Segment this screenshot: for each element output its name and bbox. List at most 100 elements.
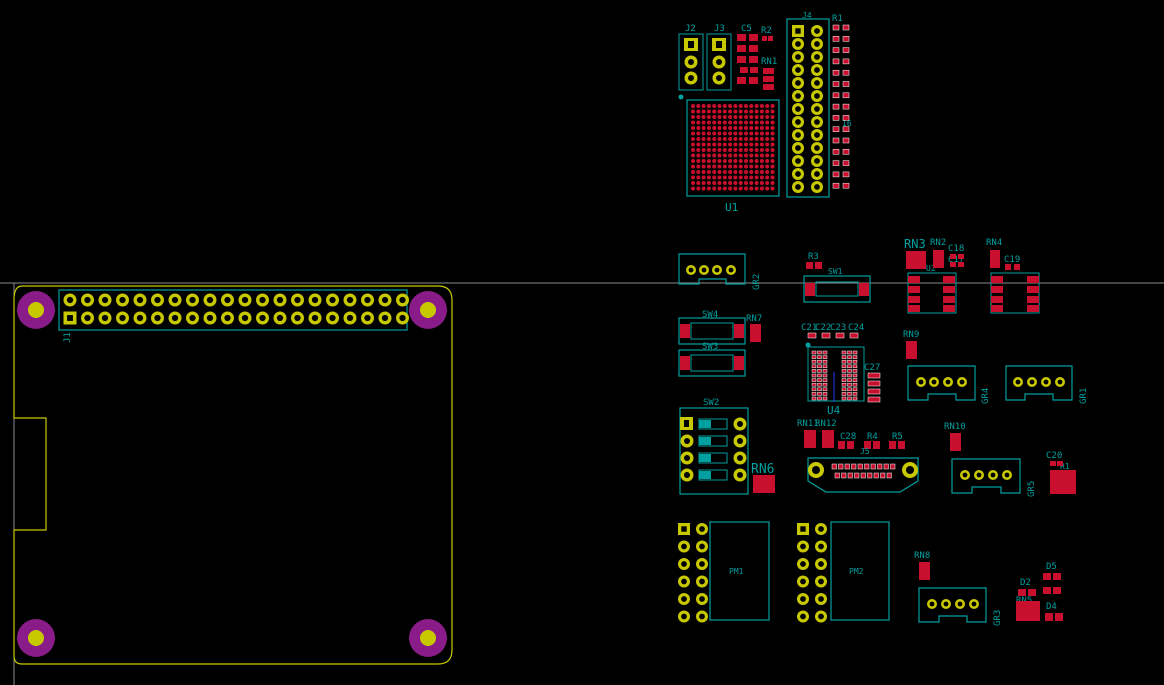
bga-ball [749,159,754,163]
resistor-network-rn6[interactable] [753,475,775,493]
header-j1[interactable]: J1 [58,289,409,343]
resistor-r2[interactable] [762,36,773,41]
bga-ball [712,186,717,191]
bga-ball [691,126,695,130]
resistor-column[interactable] [832,24,850,189]
bga-ball [701,153,706,158]
through-hole-pad-icon [238,311,252,325]
bga-ball [765,159,770,163]
connector-gr5[interactable]: GR5 [951,458,1037,497]
bga-ball [722,148,727,152]
bga-ball [738,164,743,169]
smd-pad-icon [847,369,852,373]
resistor-network-rn10[interactable] [950,433,961,451]
bga-ball [722,131,727,136]
smd-pad-icon [842,103,850,110]
connector-gr4[interactable]: GR4 [907,365,991,404]
chip-u4[interactable]: U4 [805,342,865,418]
ref-label-c20: C20 [1046,451,1062,461]
bga-ball [696,186,701,191]
bga-ball [728,120,733,125]
passive-cluster-rn11-r5[interactable] [804,430,905,449]
through-hole-pad-icon [168,293,182,307]
through-hole-pad-icon [815,540,827,553]
capacitor-c5[interactable] [737,34,758,84]
bga-ball [696,170,701,174]
bga-ball [728,142,733,147]
bga-ball [770,142,775,147]
smd-pad-icon [811,378,817,382]
through-hole-pad-icon [396,293,409,307]
bga-ball [722,109,727,114]
smd-pad-icon [847,472,853,479]
ref-label-r1b: R1 [1060,462,1070,471]
resistor-network-rn7[interactable] [750,324,761,342]
bga-ball [744,175,748,180]
ref-label-r4: R4 [867,432,878,442]
smd-pad-icon [847,355,852,359]
board-outline [13,285,453,665]
smd-pad-icon [841,355,847,359]
led-cluster-d2-d5[interactable] [1016,573,1063,621]
ref-label-rn9: RN9 [903,330,919,340]
smd-pad-icon [854,472,860,479]
switch-sw3[interactable]: SW3 [678,342,746,377]
bga-ball [701,186,706,191]
bga-ball [754,142,759,147]
bga-ball [744,148,748,152]
ref-label-gr3: GR3 [993,610,1003,626]
header-j4[interactable]: J4 [786,11,830,198]
smd-pad-icon [852,378,858,382]
mounting-hole-icon [409,619,447,657]
resistor-network-rn9[interactable] [906,341,917,359]
connector-gr1[interactable]: GR1 [1005,365,1089,404]
bga-ball [754,131,759,136]
bga-ball [701,164,706,169]
connector-gr3[interactable]: GR3 [918,587,1003,626]
connector-j5-dsub[interactable]: J5 [807,447,919,493]
capacitor-c27[interactable] [867,372,881,403]
connector-gr2[interactable]: GR2 [678,253,762,290]
smd-pad-icon [817,387,822,392]
resistor-network-rn8[interactable] [919,562,930,580]
capacitor-row-c21-c24[interactable] [807,332,859,339]
bga-ball [701,159,706,163]
bga-ball [706,104,711,108]
dip-switch-sw2[interactable]: SW2 [679,398,749,495]
through-hole-pad-icon [238,293,252,307]
through-hole-pad-icon [811,103,823,115]
capacitor-c20[interactable] [1050,461,1076,494]
resistor-r3[interactable] [806,262,822,269]
bga-ball [738,137,743,141]
through-hole-pad-icon [811,142,823,154]
bga-ball [722,159,727,163]
ref-label-sw2: SW2 [703,398,719,408]
bga-ball [696,104,701,108]
bga-ball [759,153,764,158]
bga-ball [738,120,743,125]
ref-label-rn7: RN7 [746,314,762,324]
bga-ball [706,164,711,169]
resistor-network-rn1[interactable] [763,68,774,90]
bga-ball [744,109,748,114]
switch-sw4[interactable]: SW4 [678,310,746,345]
through-hole-pad-icon [678,610,690,623]
module-pm2[interactable]: PM2 [797,521,890,623]
resistor-network-rn4[interactable] [990,250,1040,314]
ref-label-rn1: RN1 [761,57,777,67]
bga-ball [738,148,743,152]
through-hole-pad-icon [151,311,164,325]
module-pm1[interactable]: PM1 [678,521,770,623]
header-j2[interactable]: J2 [678,24,704,91]
switch-sw1[interactable]: SW1 [803,267,871,303]
chip-u2[interactable] [907,272,957,314]
bga-ball [770,131,775,136]
header-j3[interactable]: J3 [706,24,732,91]
chip-u1-bga[interactable]: U1 [678,94,780,215]
smd-pad-icon [841,350,847,355]
smd-pad-icon [832,149,840,155]
resistor-network-rn3[interactable] [906,250,964,269]
smd-pad-icon [811,373,817,378]
ref-label-j5: J5 [860,447,870,456]
